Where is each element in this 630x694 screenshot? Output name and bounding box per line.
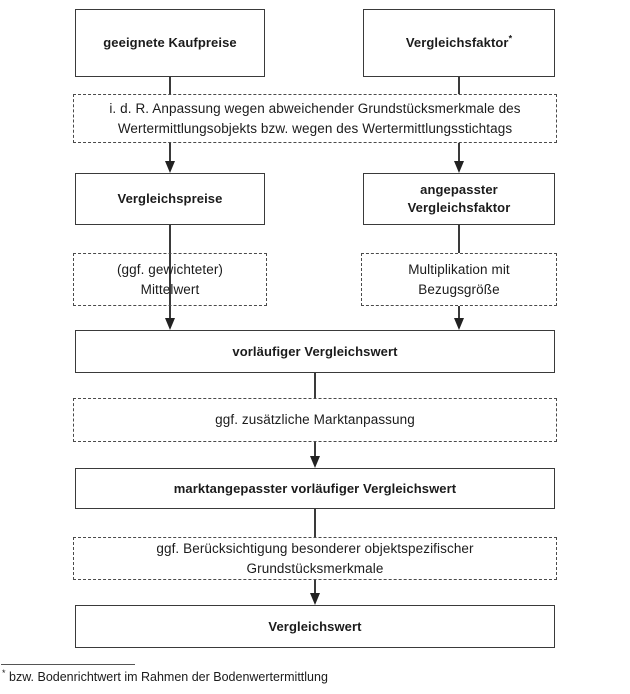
box-label: Vergleichsfaktor* bbox=[406, 34, 512, 52]
arrow-down-icon bbox=[164, 318, 175, 330]
connector-anpassung-to-angepasster-faktor bbox=[458, 143, 460, 162]
dashed-box-multiplikation: Multiplikation mit Bezugsgröße bbox=[361, 253, 557, 306]
box-label: Vergleichspreise bbox=[117, 191, 223, 206]
dashed-box-marktanpassung: ggf. zusätzliche Marktanpassung bbox=[73, 398, 557, 442]
box-geeignete-kaufpreise: geeignete Kaufpreise bbox=[75, 9, 265, 77]
dashed-box-line2: Grundstücksmerkmale bbox=[246, 560, 384, 576]
arrow-down-icon bbox=[309, 456, 320, 468]
dashed-box-line1: Multiplikation mit bbox=[408, 262, 510, 277]
box-marktangepasster-vergleichswert: marktangepasster vorläufiger Vergleichsw… bbox=[75, 468, 555, 509]
box-label-text: Vergleichsfaktor bbox=[405, 35, 509, 50]
connector-vergleichspreise-to-vorlaeufiger bbox=[169, 225, 171, 319]
dashed-box-label: ggf. zusätzliche Marktanpassung bbox=[215, 412, 415, 428]
connector-faktor-to-multiplikation bbox=[458, 225, 460, 253]
connector-merkmale-to-vergleichswert bbox=[314, 580, 316, 594]
footnote-marker: * bbox=[2, 667, 6, 678]
footnote-rule bbox=[1, 664, 135, 665]
box-vorlaeufiger-vergleichswert: vorläufiger Vergleichswert bbox=[75, 330, 555, 373]
dashed-box-mittelwert: (ggf. gewichteter) Mittelwert bbox=[73, 253, 267, 306]
box-line2: Vergleichsfaktor bbox=[407, 200, 511, 215]
box-label: vorläufiger Vergleichswert bbox=[232, 343, 398, 359]
connector-vorlaeufiger-to-marktanpassung bbox=[314, 373, 316, 398]
arrow-down-icon bbox=[453, 318, 464, 330]
box-angepasster-vergleichsfaktor: angepasster Vergleichsfaktor bbox=[363, 173, 555, 225]
dashed-box-line1: (ggf. gewichteter) bbox=[116, 262, 224, 277]
connector-kaufpreise-to-anpassung bbox=[169, 77, 171, 94]
box-vergleichspreise: Vergleichspreise bbox=[75, 173, 265, 225]
dashed-box-line2: Mittelwert bbox=[140, 281, 200, 297]
arrow-down-icon bbox=[453, 161, 464, 173]
dashed-box-anpassung: i. d. R. Anpassung wegen abweichender Gr… bbox=[73, 94, 557, 143]
connector-vergleichsfaktor-to-anpassung bbox=[458, 77, 460, 94]
box-label: marktangepasster vorläufiger Vergleichsw… bbox=[173, 480, 457, 496]
dashed-box-line1: ggf. Berücksichtigung besonderer objekts… bbox=[156, 541, 474, 556]
box-line1: angepasster bbox=[420, 182, 498, 197]
box-vergleichswert: Vergleichswert bbox=[75, 605, 555, 648]
dashed-box-line1: i. d. R. Anpassung wegen abweichender Gr… bbox=[109, 101, 521, 116]
connector-marktangepasster-to-merkmale bbox=[314, 509, 316, 537]
connector-anpassung-to-vergleichspreise bbox=[169, 143, 171, 162]
footnote-text: bzw. Bodenrichtwert im Rahmen der Bodenw… bbox=[9, 670, 328, 684]
connector-multiplikation-to-vorlaeufiger bbox=[458, 306, 460, 319]
box-vergleichsfaktor: Vergleichsfaktor* bbox=[363, 9, 555, 77]
footnote: * bzw. Bodenrichtwert im Rahmen der Bode… bbox=[2, 667, 328, 685]
connector-marktanpassung-to-marktangepasster bbox=[314, 442, 316, 457]
box-label: geeignete Kaufpreise bbox=[103, 35, 237, 50]
dashed-box-objektspezifische-merkmale: ggf. Berücksichtigung besonderer objekts… bbox=[73, 537, 557, 580]
box-label: Vergleichswert bbox=[268, 618, 362, 634]
arrow-down-icon bbox=[164, 161, 175, 173]
arrow-down-icon bbox=[309, 593, 320, 605]
dashed-box-line2: Wertermittlungsobjekts bzw. wegen des We… bbox=[117, 120, 513, 136]
dashed-box-line2: Bezugsgröße bbox=[418, 281, 500, 297]
footnote-marker-superscript: * bbox=[508, 33, 513, 44]
